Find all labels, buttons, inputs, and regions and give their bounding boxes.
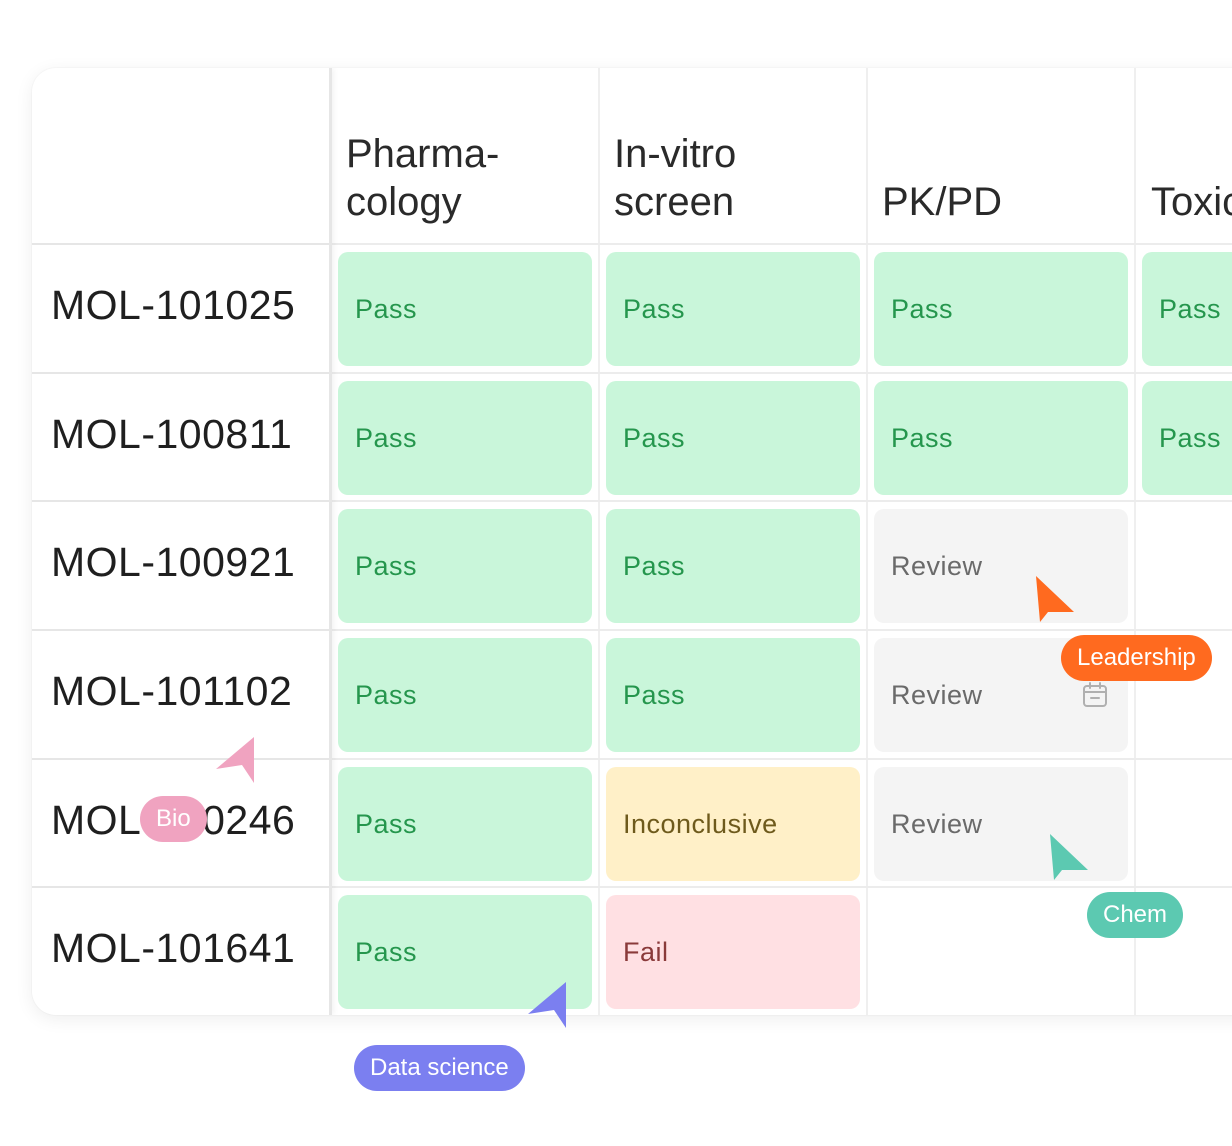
collaborator-tag-data-science: Data science xyxy=(354,1045,525,1091)
status-cell[interactable]: Pass xyxy=(606,638,860,752)
status-cell[interactable]: Pass xyxy=(874,252,1128,366)
status-cell[interactable]: Review xyxy=(874,509,1128,623)
row-label-3: MOL-100921 xyxy=(51,539,296,585)
status-cell[interactable]: Pass xyxy=(1142,252,1232,366)
status-cell[interactable]: Pass xyxy=(606,252,860,366)
status-cell[interactable]: Pass xyxy=(874,381,1128,495)
status-cell-label: Review xyxy=(891,679,983,710)
status-cell[interactable]: Pass xyxy=(338,767,592,881)
row-labels-column: MOL-101025 MOL-100811 MOL-100921 MOL-101… xyxy=(32,68,332,1015)
row-divider xyxy=(32,758,1232,760)
results-table: MOL-101025 MOL-100811 MOL-100921 MOL-101… xyxy=(32,68,1232,1015)
status-cell[interactable]: Pass xyxy=(338,381,592,495)
row-divider xyxy=(32,886,330,888)
chem-cursor-icon xyxy=(1050,834,1088,880)
data-science-cursor-icon xyxy=(528,982,566,1028)
column-divider xyxy=(1134,68,1136,1015)
status-cell[interactable]: Pass xyxy=(606,509,860,623)
header-divider xyxy=(32,243,1232,245)
status-cell[interactable]: Pass xyxy=(338,895,592,1009)
row-divider xyxy=(32,500,330,502)
column-header-pharmacology[interactable]: Pharma- cology xyxy=(346,132,500,224)
collaborator-tag-bio: Bio xyxy=(140,796,207,842)
row-divider xyxy=(32,758,330,760)
status-cell[interactable]: Pass xyxy=(338,252,592,366)
header-divider xyxy=(32,243,330,245)
column-header-toxicology[interactable]: Toxic xyxy=(1151,180,1232,224)
row-label-4: MOL-101102 xyxy=(51,668,293,714)
calendar-icon[interactable] xyxy=(1082,682,1108,708)
row-divider xyxy=(32,500,1232,502)
column-divider xyxy=(866,68,868,1015)
column-divider xyxy=(598,68,600,1015)
column-header-pk-pd[interactable]: PK/PD xyxy=(882,180,1003,224)
row-label-6: MOL-101641 xyxy=(51,925,296,971)
row-divider xyxy=(32,629,330,631)
collaborator-tag-leadership: Leadership xyxy=(1061,635,1212,681)
column-header-in-vitro-screen[interactable]: In-vitro screen xyxy=(614,132,737,224)
row-divider xyxy=(32,886,1232,888)
leadership-cursor-icon xyxy=(1036,576,1074,622)
row-label-2: MOL-100811 xyxy=(51,411,293,457)
collaborator-tag-chem: Chem xyxy=(1087,892,1184,938)
row-divider xyxy=(32,372,330,374)
status-cell[interactable]: Fail xyxy=(606,895,860,1009)
row-label-1: MOL-101025 xyxy=(51,282,296,328)
status-cell[interactable]: Review xyxy=(874,767,1128,881)
row-divider xyxy=(32,372,1232,374)
status-cell[interactable]: Pass xyxy=(338,638,592,752)
row-divider xyxy=(32,629,1232,631)
bio-cursor-icon xyxy=(216,737,254,783)
status-cell[interactable]: Pass xyxy=(606,381,860,495)
status-cell[interactable]: Pass xyxy=(338,509,592,623)
status-cell[interactable]: Pass xyxy=(1142,381,1232,495)
status-cell[interactable]: Inconclusive xyxy=(606,767,860,881)
